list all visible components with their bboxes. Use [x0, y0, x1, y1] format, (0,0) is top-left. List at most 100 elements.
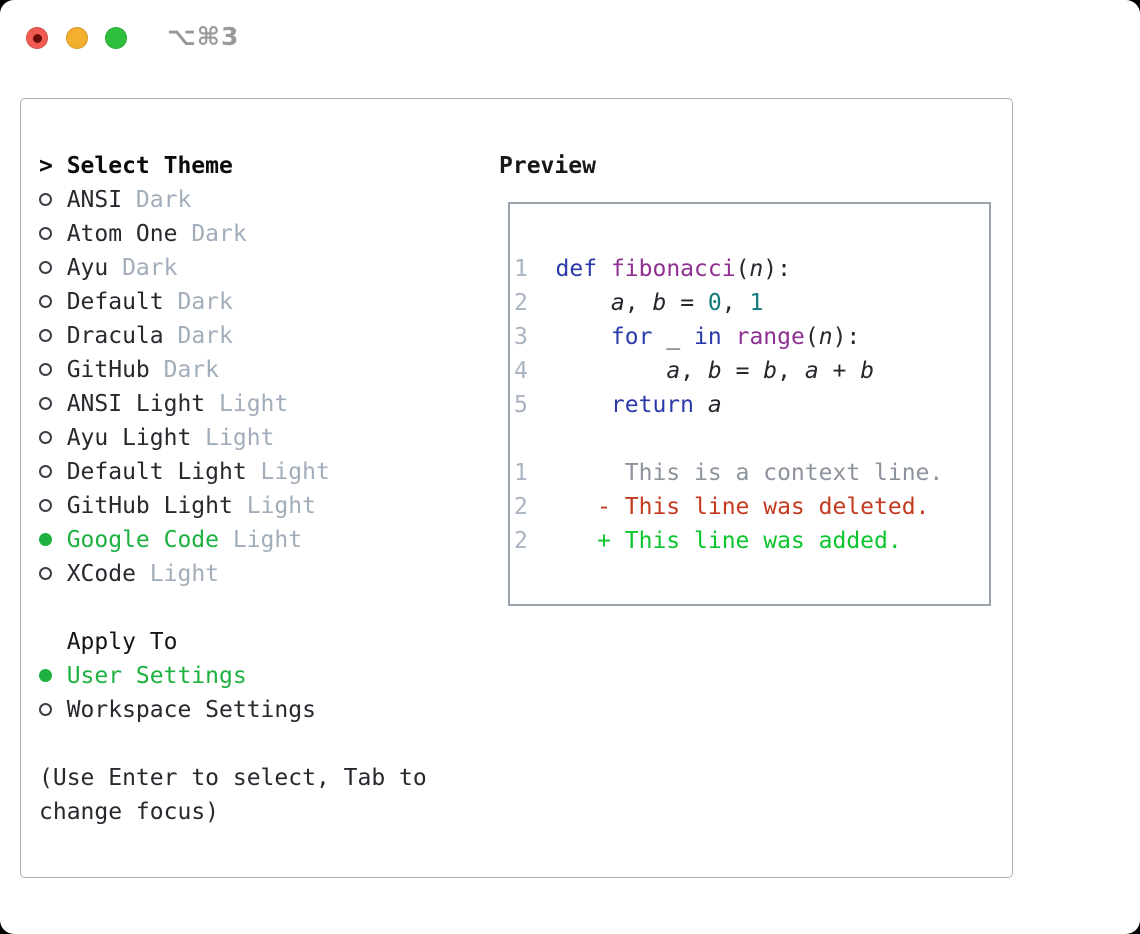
theme-option-default-light[interactable]: Default Light Light: [39, 455, 427, 489]
apply-to-label: Apply To: [66, 629, 178, 655]
token-kw: in: [694, 324, 722, 350]
token-pl: [652, 324, 666, 350]
token-var: n: [749, 256, 764, 282]
theme-name: Ayu: [66, 255, 109, 281]
line-number: 5: [514, 392, 528, 418]
theme-option-github[interactable]: GitHub Dark: [39, 353, 427, 387]
token-var: a: [804, 358, 819, 384]
theme-option-xcode[interactable]: XCode Light: [39, 557, 427, 591]
spacer: [39, 591, 427, 625]
radio-unselected-icon: [39, 703, 52, 716]
radio-icon: [39, 693, 67, 727]
radio-unselected-icon: [39, 567, 52, 580]
token-var: b: [652, 290, 667, 316]
code-text: for _ in range(n):: [556, 324, 861, 350]
token-var: b: [860, 358, 875, 384]
token-var: n: [818, 324, 833, 350]
diff-line-ctx: 1 This is a context line.: [514, 456, 989, 490]
token-lit: 0: [707, 290, 722, 316]
theme-option-ansi[interactable]: ANSI Dark: [39, 183, 427, 217]
apply-option-user-settings[interactable]: User Settings: [39, 659, 427, 693]
theme-variant: Light: [135, 561, 220, 587]
radio-icon: [39, 285, 67, 319]
radio-unselected-icon: [39, 227, 52, 240]
token-pl: ):: [763, 256, 791, 282]
code-line: 2 a, b = 0, 1: [514, 286, 989, 320]
token-var: a: [666, 358, 681, 384]
theme-option-default[interactable]: Default Dark: [39, 285, 427, 319]
token-fn: range: [735, 324, 805, 350]
code-text: return a: [556, 392, 722, 418]
theme-option-ansi-light[interactable]: ANSI Light Light: [39, 387, 427, 421]
diff-line-del: 2 - This line was deleted.: [514, 490, 989, 524]
token-pl: [694, 392, 708, 418]
theme-variant: Light: [246, 459, 330, 485]
apply-to-header: Apply To: [39, 625, 427, 659]
radio-unselected-icon: [39, 465, 52, 478]
code-line: 1 def fibonacci(n):: [514, 252, 989, 286]
theme-variant: Dark: [163, 289, 233, 315]
theme-variant: Light: [219, 527, 303, 553]
theme-option-google-code[interactable]: Google Code Light: [39, 523, 427, 557]
token-pl: =: [721, 358, 764, 384]
theme-name: Ayu Light: [66, 425, 192, 451]
theme-option-dracula[interactable]: Dracula Dark: [39, 319, 427, 353]
radio-icon: [39, 387, 67, 421]
radio-icon: [39, 319, 67, 353]
radio-icon: [39, 557, 67, 591]
zoom-button[interactable]: [105, 27, 127, 49]
code-text: a, b = 0, 1: [556, 290, 764, 316]
token-pl: =: [666, 290, 708, 316]
token-var: a: [610, 290, 625, 316]
theme-option-ayu-light[interactable]: Ayu Light Light: [39, 421, 427, 455]
code-line: 5 return a: [514, 388, 989, 422]
spacer: [514, 422, 989, 456]
token-kw: return: [610, 392, 695, 418]
token-pl: [597, 256, 611, 282]
token-pl: ):: [832, 324, 861, 350]
token-pl: [556, 324, 611, 350]
theme-name: Atom One: [66, 221, 178, 247]
radio-icon: [39, 455, 67, 489]
token-pl: ,: [680, 358, 708, 384]
theme-variant: Dark: [163, 323, 233, 349]
token-var: a: [707, 392, 722, 418]
code-line: 3 for _ in range(n):: [514, 320, 989, 354]
token-pl: ,: [624, 290, 653, 316]
titlebar: ⌥⌘3: [0, 0, 1140, 76]
token-pl: (: [735, 256, 750, 282]
token-pl: [680, 324, 694, 350]
apply-option-label: Workspace Settings: [66, 697, 316, 723]
preview-title: Preview: [499, 153, 596, 179]
radio-unselected-icon: [39, 261, 52, 274]
radio-selected-icon: [39, 533, 52, 546]
theme-name: Default: [66, 289, 164, 315]
apply-option-label: User Settings: [66, 663, 247, 689]
radio-unselected-icon: [39, 363, 52, 376]
radio-unselected-icon: [39, 193, 52, 206]
token-kw: for: [610, 324, 653, 350]
radio-icon: [39, 659, 67, 693]
code-text: a, b = b, a + b: [556, 358, 875, 384]
code-text: def fibonacci(n):: [556, 256, 791, 282]
theme-option-github-light[interactable]: GitHub Light Light: [39, 489, 427, 523]
theme-option-atom-one[interactable]: Atom One Dark: [39, 217, 427, 251]
minimize-button[interactable]: [66, 27, 88, 49]
radio-unselected-icon: [39, 397, 52, 410]
theme-variant: Dark: [122, 187, 192, 213]
theme-name: Default Light: [66, 459, 247, 485]
theme-variant: Dark: [108, 255, 178, 281]
theme-variant: Light: [205, 391, 289, 417]
line-number: 1: [514, 256, 528, 282]
close-button[interactable]: [26, 27, 48, 49]
apply-option-workspace-settings[interactable]: Workspace Settings: [39, 693, 427, 727]
token-lit: 1: [749, 290, 764, 316]
theme-option-ayu[interactable]: Ayu Dark: [39, 251, 427, 285]
select-theme-label: Select Theme: [66, 153, 233, 179]
token-pl: (: [804, 324, 819, 350]
